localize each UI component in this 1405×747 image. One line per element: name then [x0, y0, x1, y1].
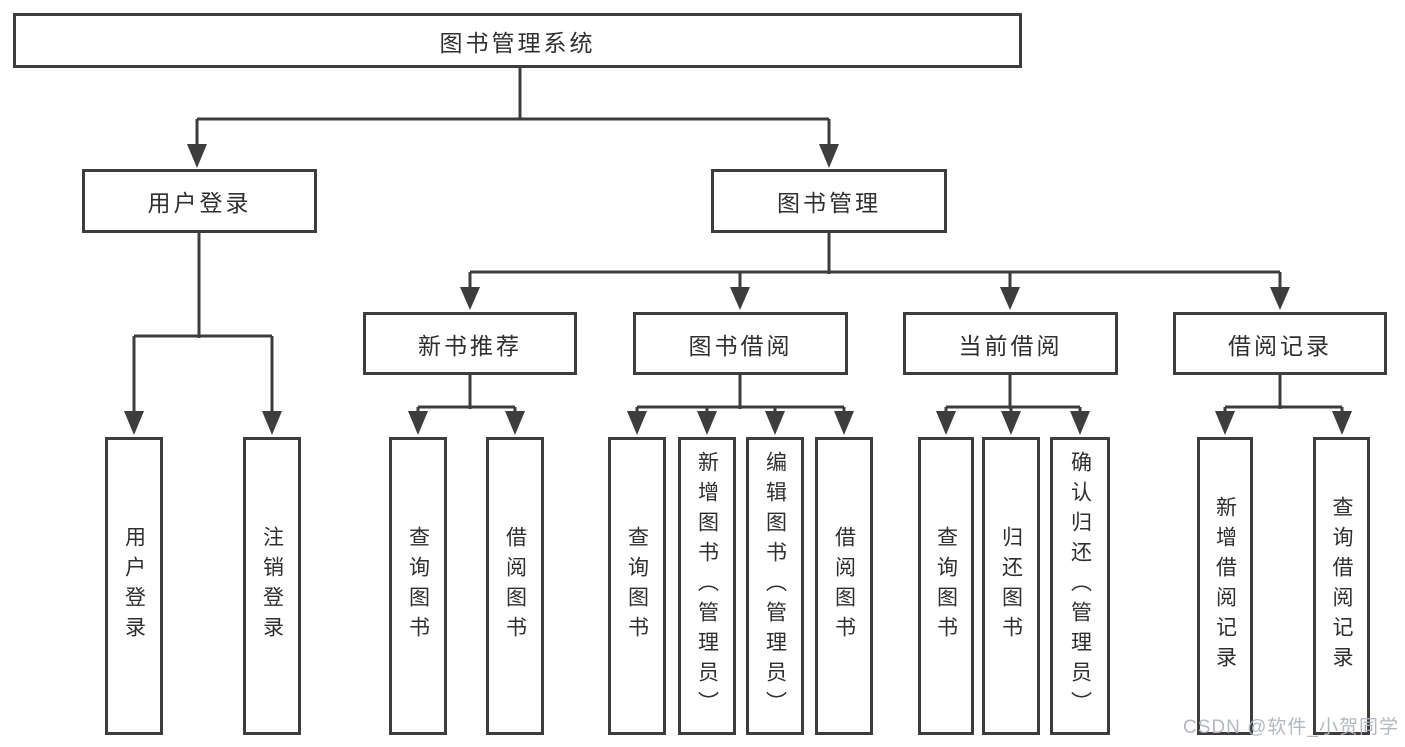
connector-new-book-rec-to-leaves: [408, 375, 525, 435]
csdn-watermark: CSDN @软件_小贺同学: [1183, 717, 1399, 738]
node-borrow-records: 借阅记录: [1173, 312, 1387, 375]
leaf-user-login: 用户登录: [105, 437, 163, 735]
node-user-login-label: 用户登录: [147, 190, 252, 216]
leaf-rec-borrow-books-label: 借阅图书: [503, 526, 527, 646]
leaf-current-query-books: 查询图书: [918, 437, 974, 735]
leaf-add-book-admin: 新增图书（管理员）: [678, 437, 736, 735]
leaf-borrow-query-books: 查询图书: [608, 437, 666, 735]
node-user-login: 用户登录: [82, 169, 317, 233]
leaf-borrow-books: 借阅图书: [815, 437, 873, 735]
node-book-mgmt-label: 图书管理: [777, 190, 881, 216]
leaf-edit-book-admin-label: 编辑图书（管理员）: [763, 451, 787, 721]
connector-borrow-records-to-leaves: [1215, 375, 1352, 435]
leaf-add-borrow-record: 新增借阅记录: [1197, 437, 1253, 735]
connector-root-to-level2: [187, 68, 839, 168]
node-book-borrow: 图书借阅: [633, 312, 848, 375]
node-root-system-label: 图书管理系统: [439, 29, 596, 56]
leaf-logout: 注销登录: [243, 437, 301, 735]
connector-book-mgmt-to-level3: [460, 233, 1290, 310]
leaf-logout-label: 注销登录: [260, 526, 284, 646]
leaf-add-borrow-record-label: 新增借阅记录: [1213, 496, 1237, 676]
leaf-rec-query-books: 查询图书: [389, 437, 447, 735]
node-book-mgmt: 图书管理: [711, 169, 947, 233]
leaf-edit-book-admin: 编辑图书（管理员）: [746, 437, 804, 735]
node-new-book-rec-label: 新书推荐: [418, 332, 522, 359]
connector-current-borrow-to-leaves: [936, 375, 1090, 435]
node-current-borrow-label: 当前借阅: [958, 332, 1063, 359]
leaf-borrow-books-label: 借阅图书: [832, 526, 856, 646]
leaf-query-borrow-record: 查询借阅记录: [1313, 437, 1370, 735]
connector-user-login-to-leaves: [124, 233, 282, 435]
leaf-confirm-return-admin-label: 确认归还（管理员）: [1068, 451, 1092, 721]
connector-book-borrow-to-leaves: [627, 375, 854, 435]
leaf-borrow-query-books-label: 查询图书: [625, 526, 649, 646]
node-borrow-records-label: 借阅记录: [1228, 332, 1332, 359]
leaf-current-query-books-label: 查询图书: [934, 526, 958, 646]
node-current-borrow: 当前借阅: [903, 312, 1118, 375]
node-book-borrow-label: 图书借阅: [688, 332, 793, 359]
node-root-system: 图书管理系统: [13, 13, 1022, 68]
leaf-add-book-admin-label: 新增图书（管理员）: [695, 451, 719, 721]
leaf-confirm-return-admin: 确认归还（管理员）: [1050, 437, 1110, 735]
leaf-user-login-label: 用户登录: [122, 526, 146, 646]
leaf-query-borrow-record-label: 查询借阅记录: [1330, 496, 1353, 676]
leaf-return-books-label: 归还图书: [999, 526, 1023, 646]
leaf-return-books: 归还图书: [982, 437, 1040, 735]
node-new-book-rec: 新书推荐: [363, 312, 577, 375]
leaf-rec-query-books-label: 查询图书: [406, 526, 430, 646]
leaf-rec-borrow-books: 借阅图书: [486, 437, 544, 735]
